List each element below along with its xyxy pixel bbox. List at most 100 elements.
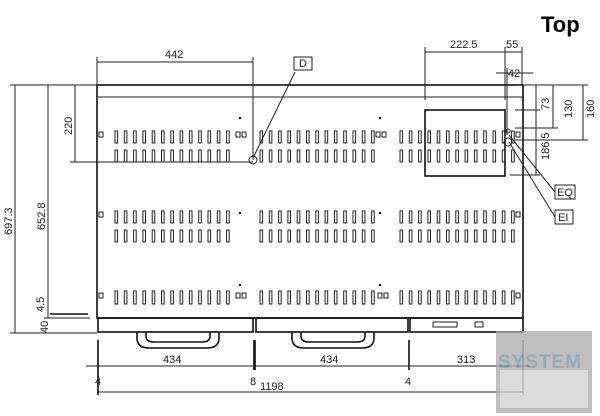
- callout-ei: EI: [558, 212, 568, 224]
- callout-ei-box: [554, 209, 574, 225]
- vent-slot: [296, 210, 301, 224]
- vent-slot: [371, 290, 375, 305]
- vent-slot: [501, 210, 506, 224]
- vent-slot: [511, 130, 515, 144]
- drawer-middle: [255, 317, 409, 333]
- vent-slot: [446, 210, 450, 224]
- vent-slot: [268, 210, 273, 224]
- vent-slot: [114, 290, 119, 305]
- vent-slot: [427, 290, 431, 305]
- callout-eq-box: [554, 184, 576, 200]
- vent-slot: [142, 210, 146, 224]
- vent-slot: [333, 229, 338, 243]
- vent-slot: [427, 130, 431, 144]
- vent-slot: [198, 229, 202, 243]
- vent-slot: [399, 229, 404, 243]
- dim-73: 73: [540, 98, 552, 110]
- dim-160: 160: [585, 100, 597, 118]
- vent-slot: [114, 210, 119, 224]
- vent-slot: [315, 149, 319, 163]
- vent-slot: [436, 229, 441, 243]
- vent-slot: [287, 149, 291, 163]
- vent-slot: [333, 290, 338, 305]
- vent-slot: [161, 229, 165, 243]
- vent-slot: [306, 290, 310, 305]
- fixing-hole: [241, 292, 247, 299]
- dim-42: 42: [508, 68, 520, 80]
- vent-slot: [361, 290, 366, 305]
- vent-slot: [324, 210, 329, 224]
- vent-slot: [142, 130, 146, 144]
- vent-slot: [315, 130, 319, 144]
- handle-left: [136, 332, 220, 349]
- watermark-logo: SYSTEM: [496, 331, 592, 413]
- unit-body: [96, 84, 524, 319]
- dim-55: 55: [506, 39, 518, 51]
- vent-slot: [464, 229, 469, 243]
- vent-slot: [278, 149, 282, 163]
- vent-slot: [179, 290, 184, 305]
- vent-slot: [511, 210, 515, 224]
- vent-slot: [259, 229, 264, 243]
- vent-slot: [287, 210, 291, 224]
- vent-slot: [343, 290, 347, 305]
- dim-total-width: 1198: [260, 381, 284, 393]
- vent-slot: [216, 149, 221, 163]
- vent-slot: [324, 130, 329, 144]
- vent-slot: [268, 290, 273, 305]
- vent-slot: [216, 130, 221, 144]
- vent-slot: [287, 229, 291, 243]
- vent-slot: [464, 210, 469, 224]
- vent-slot: [198, 130, 202, 144]
- vent-slot: [483, 229, 487, 243]
- vent-slot: [427, 210, 431, 224]
- vent-slot: [511, 229, 515, 243]
- vent-slot: [151, 130, 156, 144]
- vent-slot: [287, 290, 291, 305]
- vent-slot: [492, 130, 497, 144]
- vent-slot: [151, 290, 156, 305]
- vent-slot: [361, 149, 366, 163]
- vent-slot: [343, 210, 347, 224]
- vent-slot: [343, 149, 347, 163]
- vent-slot: [179, 210, 184, 224]
- vent-slot: [207, 210, 212, 224]
- handle-middle: [291, 332, 375, 349]
- fixing-hole: [375, 131, 381, 138]
- vent-slot: [170, 210, 174, 224]
- dim-652-8: 652.8: [36, 202, 48, 230]
- vent-slot: [464, 149, 469, 163]
- dim-186-5: 186.5: [540, 132, 552, 160]
- fixing-hole: [381, 131, 387, 138]
- vent-slot: [473, 130, 478, 144]
- vent-slot: [352, 290, 357, 305]
- vent-slot: [179, 229, 184, 243]
- vent-slot: [179, 149, 184, 163]
- view-title: Top: [541, 12, 580, 37]
- vent-slot: [306, 229, 310, 243]
- vent-slot: [315, 290, 319, 305]
- dim-220: 220: [63, 117, 75, 135]
- vent-slot: [161, 149, 165, 163]
- vent-slot: [408, 130, 413, 144]
- vent-slot: [483, 149, 487, 163]
- watermark-text: SYSTEM: [498, 352, 582, 373]
- vent-slot: [296, 290, 301, 305]
- vent-slot: [278, 210, 282, 224]
- fixing-hole: [515, 131, 521, 138]
- screw-dot: [238, 283, 242, 287]
- vent-slot: [473, 290, 478, 305]
- vent-slot: [343, 130, 347, 144]
- vent-slot: [436, 130, 441, 144]
- vent-slot: [226, 229, 230, 243]
- vent-slot: [371, 210, 375, 224]
- fixing-hole: [515, 292, 521, 299]
- vent-slot: [216, 210, 221, 224]
- dim-drawer-2: 434: [320, 354, 338, 366]
- vent-slot: [333, 130, 338, 144]
- vent-slot: [226, 149, 230, 163]
- vent-slot: [343, 229, 347, 243]
- vent-slot: [306, 149, 310, 163]
- vent-slot: [315, 210, 319, 224]
- vent-slot: [161, 130, 165, 144]
